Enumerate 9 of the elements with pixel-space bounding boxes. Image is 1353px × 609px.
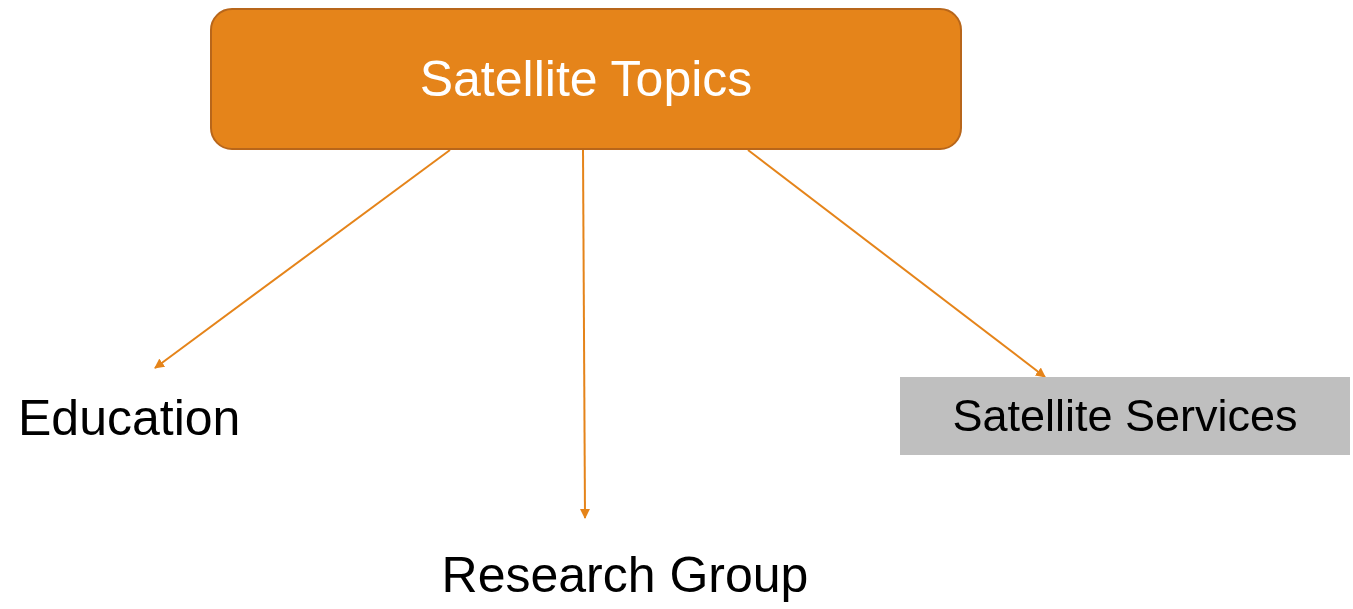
node-label: Satellite Topics — [419, 49, 753, 109]
arrow — [154, 149, 451, 369]
topic-box — [210, 8, 962, 150]
node-label: Education — [18, 389, 241, 448]
arrow — [747, 149, 1046, 378]
highlighted-box — [900, 377, 1350, 455]
arrow — [579, 149, 590, 519]
node-label: Research Group — [441, 546, 809, 605]
node-label: Satellite Services — [952, 389, 1298, 444]
